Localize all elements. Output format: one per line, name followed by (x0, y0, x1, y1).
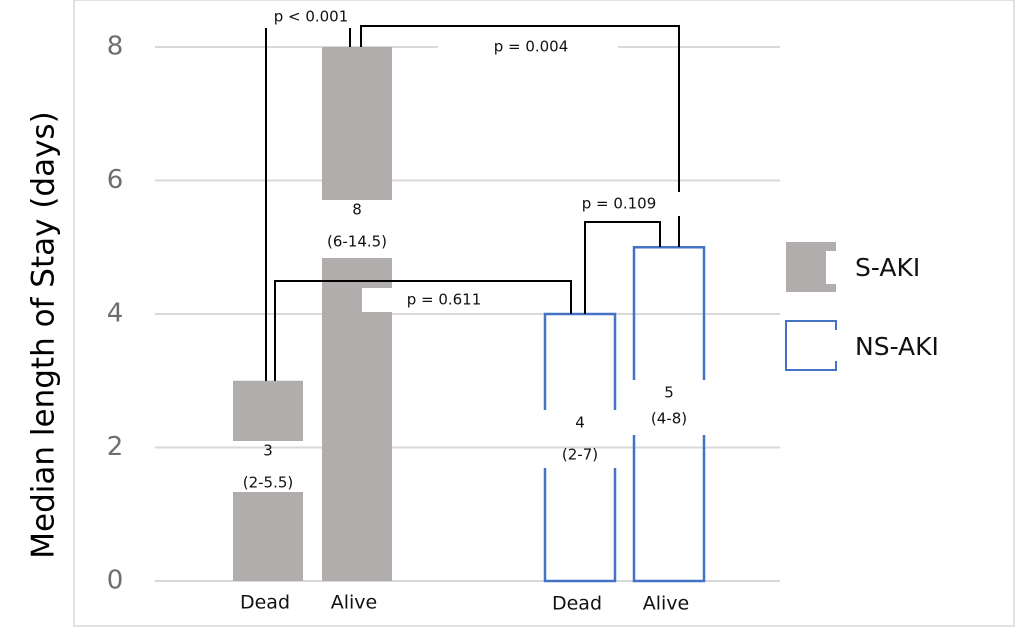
p-value-label: p = 0.109 (582, 195, 657, 213)
category-label: Dead (552, 593, 602, 615)
y-tick-label: 0 (107, 566, 124, 596)
legend-label-s-aki: S-AKI (855, 253, 920, 282)
bar-S-AKI-Dead (233, 380, 303, 441)
data-label-range: (2-5.5) (243, 474, 294, 492)
y-tick-label: 2 (107, 432, 124, 462)
bracket-line (360, 25, 680, 247)
y-tick-label: 6 (107, 165, 124, 195)
category-label: Alive (643, 593, 690, 615)
bar-S-AKI-Dead (233, 492, 303, 581)
y-tick-label: 4 (107, 299, 124, 329)
bracket-line (584, 221, 661, 314)
y-axis-ticks: 0 2 4 6 8 (107, 32, 124, 596)
data-label-value: 8 (352, 201, 362, 219)
label-box (362, 288, 540, 312)
y-axis-label: Median length of Stay (days) (26, 111, 62, 558)
y-tick-label: 8 (107, 32, 124, 62)
category-labels: Dead Alive Dead Alive (240, 592, 689, 615)
legend: S-AKI NS-AKI (785, 242, 939, 371)
bar-S-AKI-Alive (322, 47, 392, 200)
p-value-label: p = 0.004 (494, 38, 569, 56)
data-label-range: (4-8) (651, 410, 687, 428)
comparison-brackets: p < 0.001 p = 0.004 p = 0.109 p = 0.611 (232, 4, 685, 381)
data-label-range: (2-7) (562, 446, 598, 464)
label-box (232, 4, 392, 28)
data-label-value: 4 (575, 414, 585, 432)
category-label: Alive (331, 592, 378, 614)
legend-label-ns-aki: NS-AKI (855, 332, 939, 361)
legend-swatch-ns-aki (785, 320, 837, 371)
legend-swatch-gap (826, 251, 838, 284)
data-label-value: 5 (664, 384, 674, 402)
bar-NS-AKI-Dead (543, 312, 617, 583)
category-label: Dead (240, 592, 290, 614)
bar-NS-AKI-Alive (632, 246, 706, 583)
data-label-value: 3 (263, 442, 273, 460)
p-value-label: p = 0.611 (407, 291, 482, 309)
data-label-range: (6-14.5) (327, 233, 387, 251)
bracket-line (274, 280, 572, 381)
label-box (573, 192, 685, 216)
p-value-label: p < 0.001 (274, 8, 349, 26)
label-box (438, 35, 618, 59)
